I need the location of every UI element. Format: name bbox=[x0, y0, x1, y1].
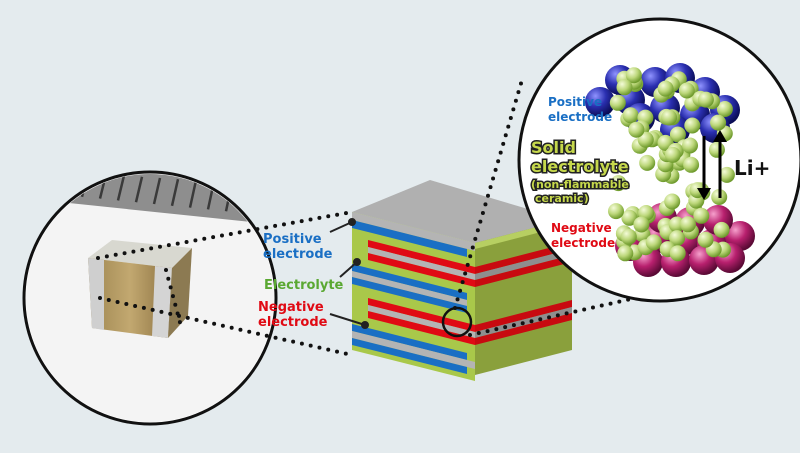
chip-photo-circle bbox=[22, 170, 278, 426]
electrolyte-particle bbox=[661, 109, 678, 126]
electrolyte-particle bbox=[710, 114, 727, 131]
ruler-tick bbox=[134, 176, 144, 203]
positive-layer bbox=[352, 220, 467, 257]
positive-layer bbox=[352, 324, 467, 360]
electrolyte-particle bbox=[645, 234, 662, 251]
electrolyte-particle bbox=[713, 221, 730, 238]
collector-layer bbox=[352, 331, 475, 369]
electrolyte-particle bbox=[633, 216, 650, 233]
li-ion-label: Li+ bbox=[734, 156, 770, 180]
electrolyte-particle bbox=[669, 245, 686, 262]
electrolyte-particle bbox=[697, 231, 714, 248]
electrolyte-particle bbox=[664, 193, 681, 210]
electrolyte-particle bbox=[683, 156, 700, 173]
positive-layer bbox=[352, 264, 467, 300]
side-layer bbox=[475, 242, 572, 274]
electrolyte-particle bbox=[620, 228, 637, 245]
connector-lines-zoom bbox=[453, 78, 642, 337]
ruler-tick bbox=[242, 183, 252, 214]
collector-layer bbox=[352, 271, 467, 306]
label-leaders bbox=[329, 218, 369, 329]
side-layer bbox=[475, 255, 572, 287]
electrolyte-particle bbox=[669, 126, 686, 143]
ruler-tick bbox=[152, 177, 162, 205]
electrolyte-particle bbox=[684, 117, 701, 134]
li-ion-arrows bbox=[697, 130, 727, 200]
solid-electrolyte-line4: ceramic) bbox=[535, 192, 589, 205]
electrolyte-particle bbox=[628, 121, 645, 138]
electrolyte-particle bbox=[608, 203, 624, 220]
electrolyte-particle bbox=[669, 230, 686, 247]
electrolyte-particle bbox=[616, 79, 633, 96]
ruler-tick bbox=[116, 175, 126, 201]
chip-component bbox=[88, 240, 192, 338]
electrolyte-particle bbox=[716, 101, 733, 117]
ruler-tick bbox=[260, 184, 270, 216]
electrolyte-particle bbox=[708, 141, 725, 158]
solid-electrolyte-line3: (non-flammable bbox=[531, 178, 629, 191]
electrolyte-label: Electrolyte bbox=[264, 278, 344, 293]
particle-cluster bbox=[585, 63, 755, 277]
electrolyte-particle bbox=[718, 166, 735, 183]
electrolyte-particle bbox=[697, 91, 714, 108]
electrolyte-particle bbox=[622, 107, 639, 124]
positive-particle bbox=[585, 87, 615, 117]
electrolyte-particle bbox=[678, 82, 695, 99]
ruler-tick bbox=[188, 180, 198, 208]
ruler-tick bbox=[62, 174, 72, 196]
current-collector-layer bbox=[352, 212, 475, 251]
side-layer bbox=[475, 313, 572, 345]
solid-electrolyte-line2: electrolyte bbox=[531, 157, 629, 176]
electrolyte-particle bbox=[682, 137, 698, 154]
electrolyte-particle bbox=[664, 146, 681, 163]
electrolyte-particle bbox=[668, 216, 685, 233]
electrolyte-particle bbox=[637, 131, 654, 148]
electrolyte-particle bbox=[639, 154, 656, 171]
ruler-tick bbox=[170, 178, 180, 207]
connector-lines-chip bbox=[96, 210, 354, 357]
electrolyte-particle bbox=[657, 80, 674, 97]
side-layer bbox=[475, 249, 572, 280]
electrolyte-particle bbox=[610, 175, 627, 192]
negative-layer bbox=[368, 253, 475, 287]
side-layer bbox=[475, 300, 572, 332]
electrolyte-particle bbox=[625, 67, 642, 84]
positive-layer bbox=[352, 338, 467, 374]
solid-electrolyte-line1: Solid bbox=[531, 138, 576, 157]
negative-layer bbox=[368, 240, 475, 274]
electrolyte-particle bbox=[617, 245, 634, 262]
cube-top-face bbox=[352, 180, 572, 243]
positive-layer bbox=[352, 277, 467, 313]
battery-cross-section-cube bbox=[352, 180, 572, 381]
collector-layer bbox=[368, 247, 475, 280]
magnify-ring bbox=[441, 306, 473, 338]
electrolyte-particle bbox=[609, 94, 626, 111]
electrolyte-particle bbox=[621, 209, 638, 226]
negative-layer bbox=[368, 311, 475, 345]
collector-layer bbox=[368, 305, 475, 338]
electrolyte-particle bbox=[680, 216, 696, 233]
cube-front-face bbox=[352, 212, 475, 381]
solid-electrolyte-label: Solid electrolyte (non-flammable ceramic… bbox=[530, 137, 631, 207]
electrolyte-particle bbox=[693, 207, 710, 224]
negative-layer bbox=[368, 298, 475, 332]
